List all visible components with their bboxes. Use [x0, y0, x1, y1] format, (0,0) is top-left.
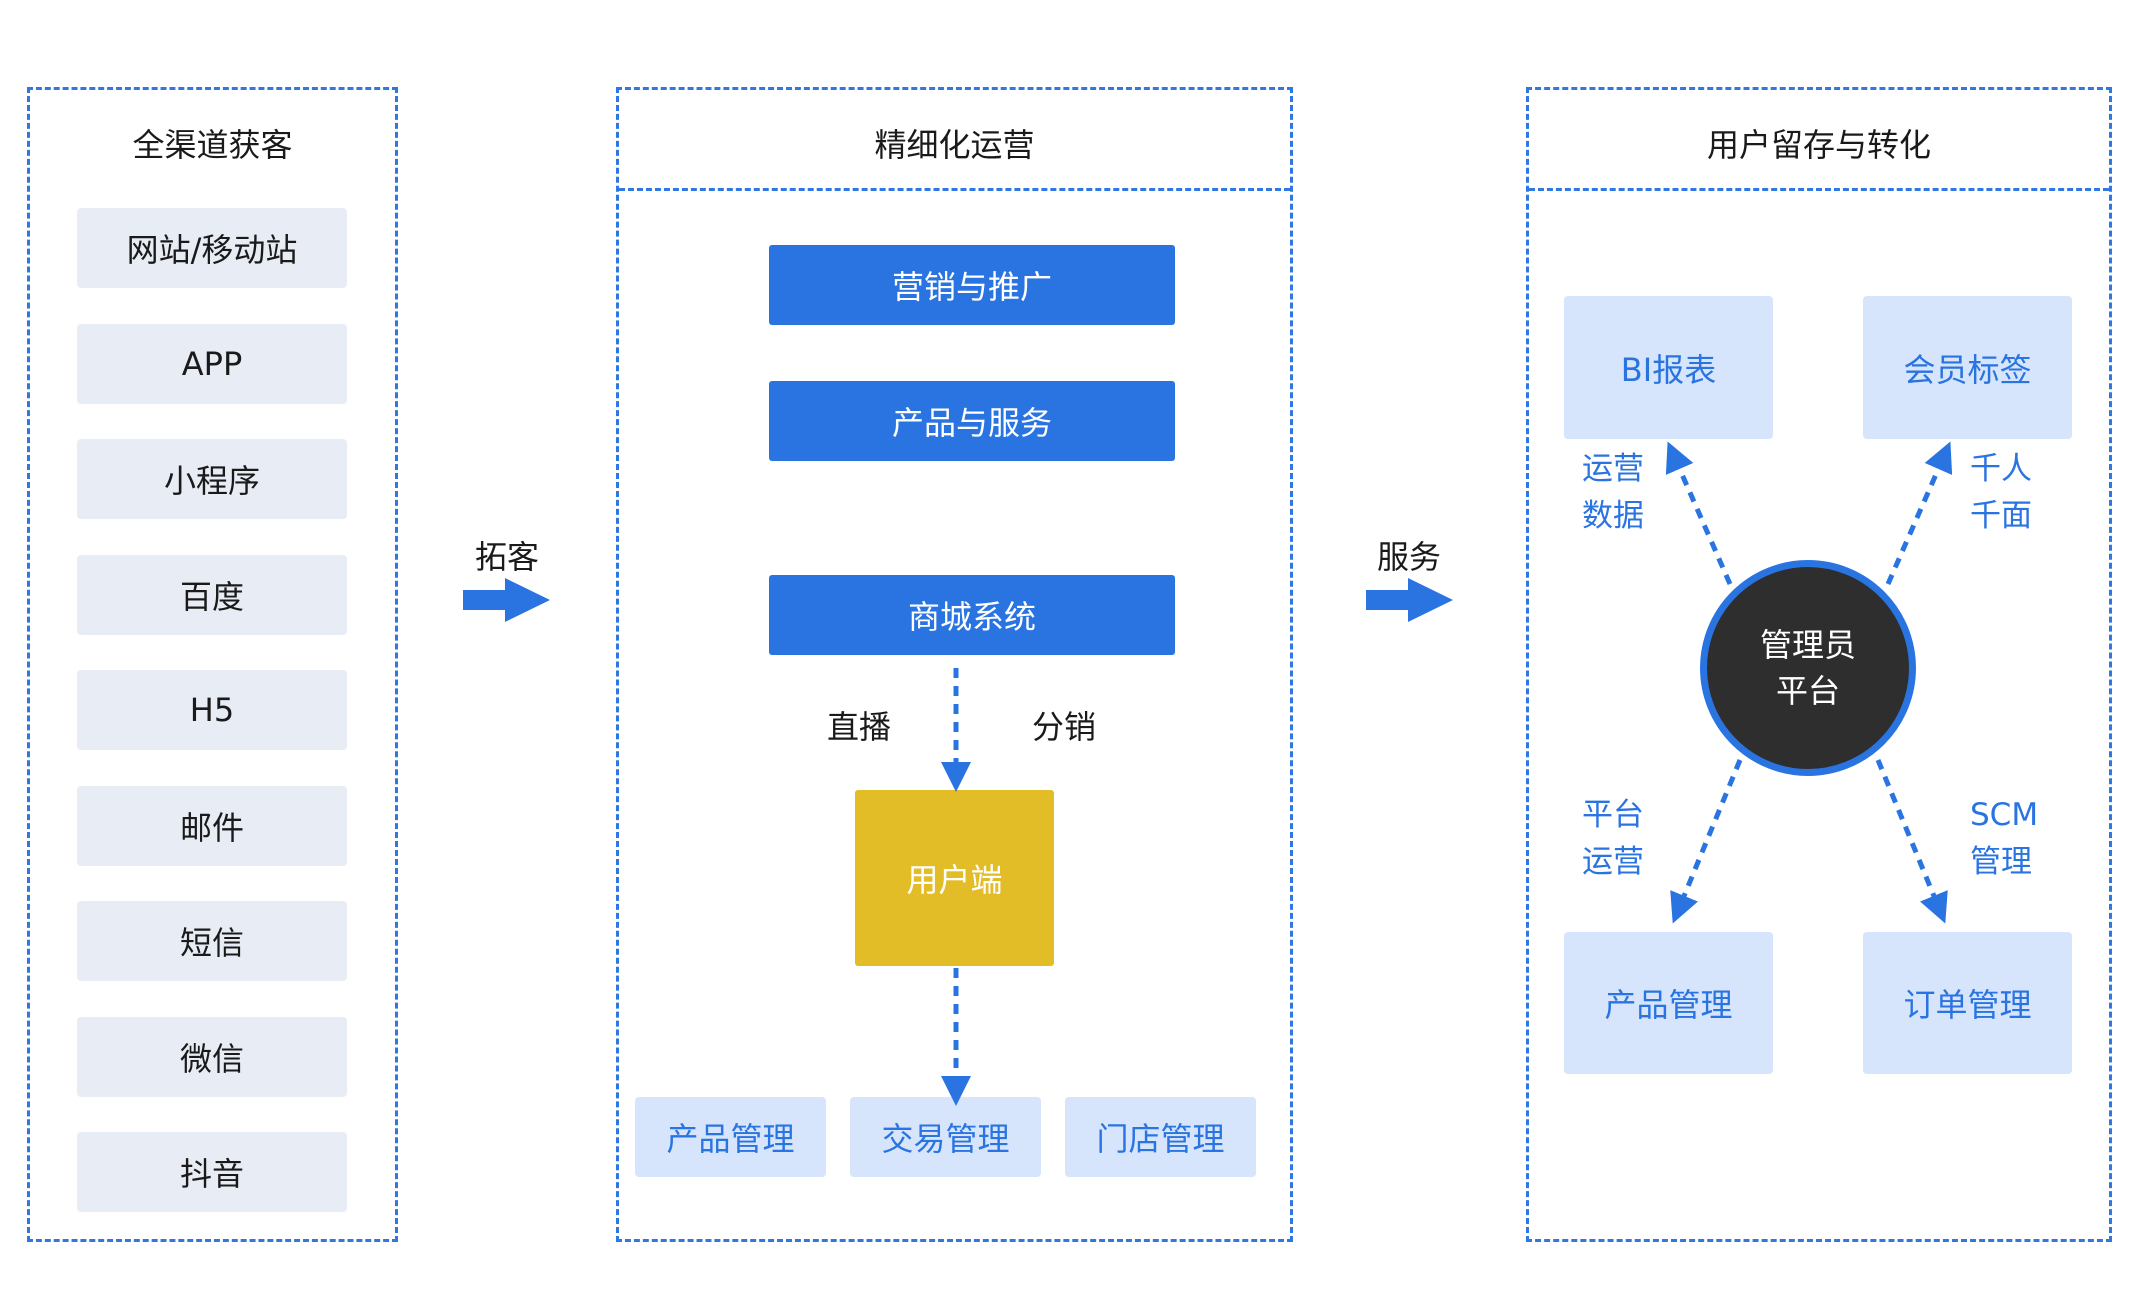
acquire-panel: 全渠道获客	[27, 87, 398, 1242]
product-service-bar[interactable]: 产品与服务	[769, 381, 1175, 461]
edge-label-ops-data: 运营数据	[1582, 451, 1644, 534]
admin-platform-node[interactable]: 管理员 平台	[1700, 560, 1916, 776]
channel-item-email[interactable]: 邮件	[77, 786, 347, 866]
edge-label-live: 直播	[827, 708, 892, 746]
admin-label-line2: 平台	[1775, 672, 1840, 710]
bottom-trade-manage[interactable]: 交易管理	[850, 1097, 1041, 1177]
member-tag-box[interactable]: 会员标签	[1863, 296, 2072, 439]
edge-label-distribution: 分销	[1032, 708, 1097, 746]
edge-label-personalization: 千人千面	[1970, 451, 2032, 534]
bottom-store-manage[interactable]: 门店管理	[1065, 1097, 1256, 1177]
product-manage-box[interactable]: 产品管理	[1564, 932, 1773, 1074]
flow-label-service: 服务	[1377, 538, 1442, 576]
channel-item-baidu[interactable]: 百度	[77, 555, 347, 635]
channel-item-miniprogram[interactable]: 小程序	[77, 439, 347, 519]
bottom-product-manage[interactable]: 产品管理	[635, 1097, 826, 1177]
flow-label-acquire: 拓客	[475, 538, 540, 576]
edge-label-platform-ops: 平台运营	[1582, 797, 1644, 880]
channel-item-h5[interactable]: H5	[77, 670, 347, 750]
order-manage-box[interactable]: 订单管理	[1863, 932, 2072, 1074]
acquire-panel-title: 全渠道获客	[132, 126, 293, 164]
channel-item-douyin[interactable]: 抖音	[77, 1132, 347, 1212]
channel-item-website[interactable]: 网站/移动站	[77, 208, 347, 288]
operate-panel-title: 精细化运营	[874, 126, 1035, 164]
marketing-bar[interactable]: 营销与推广	[769, 245, 1175, 325]
channel-item-app[interactable]: APP	[77, 324, 347, 404]
admin-label-line1: 管理员	[1759, 626, 1856, 664]
operate-panel: 精细化运营	[616, 87, 1293, 1242]
channel-item-wechat[interactable]: 微信	[77, 1017, 347, 1097]
retain-panel-divider	[1529, 188, 2109, 191]
retain-panel: 用户留存与转化	[1526, 87, 2112, 1242]
user-end-box[interactable]: 用户端	[855, 790, 1054, 966]
operate-panel-divider	[619, 188, 1290, 191]
mall-system-bar[interactable]: 商城系统	[769, 575, 1175, 655]
bi-report-box[interactable]: BI报表	[1564, 296, 1773, 439]
retain-panel-title: 用户留存与转化	[1706, 126, 1931, 164]
channel-item-sms[interactable]: 短信	[77, 901, 347, 981]
